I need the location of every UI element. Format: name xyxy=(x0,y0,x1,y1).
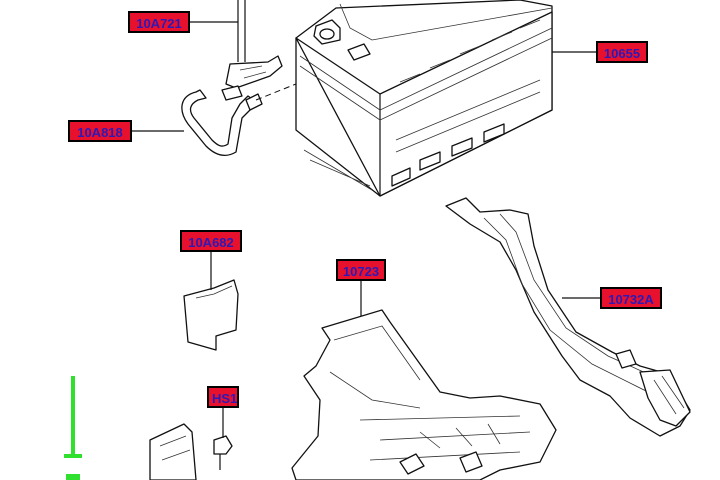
vent-hose-10A818 xyxy=(181,89,263,157)
callout-10A682[interactable]: 10A682 xyxy=(180,230,242,252)
callout-10A721[interactable]: 10A721 xyxy=(128,11,190,33)
callout-10723[interactable]: 10723 xyxy=(336,259,386,281)
battery-tray-10723 xyxy=(291,309,557,480)
vent-tube-10A721 xyxy=(221,0,283,101)
callout-10732A[interactable]: 10732A xyxy=(600,287,662,309)
bracket-10A682 xyxy=(183,279,239,351)
green-marker-arrow xyxy=(64,376,82,480)
lower-mount-bracket xyxy=(149,423,197,480)
bolt-HS1 xyxy=(213,435,233,470)
battery-10655 xyxy=(295,0,553,197)
callout-HS1[interactable]: HS1 xyxy=(207,386,239,408)
callout-10A818[interactable]: 10A818 xyxy=(68,120,132,142)
callout-10655[interactable]: 10655 xyxy=(596,41,648,63)
support-bracket-10732A xyxy=(445,197,691,437)
